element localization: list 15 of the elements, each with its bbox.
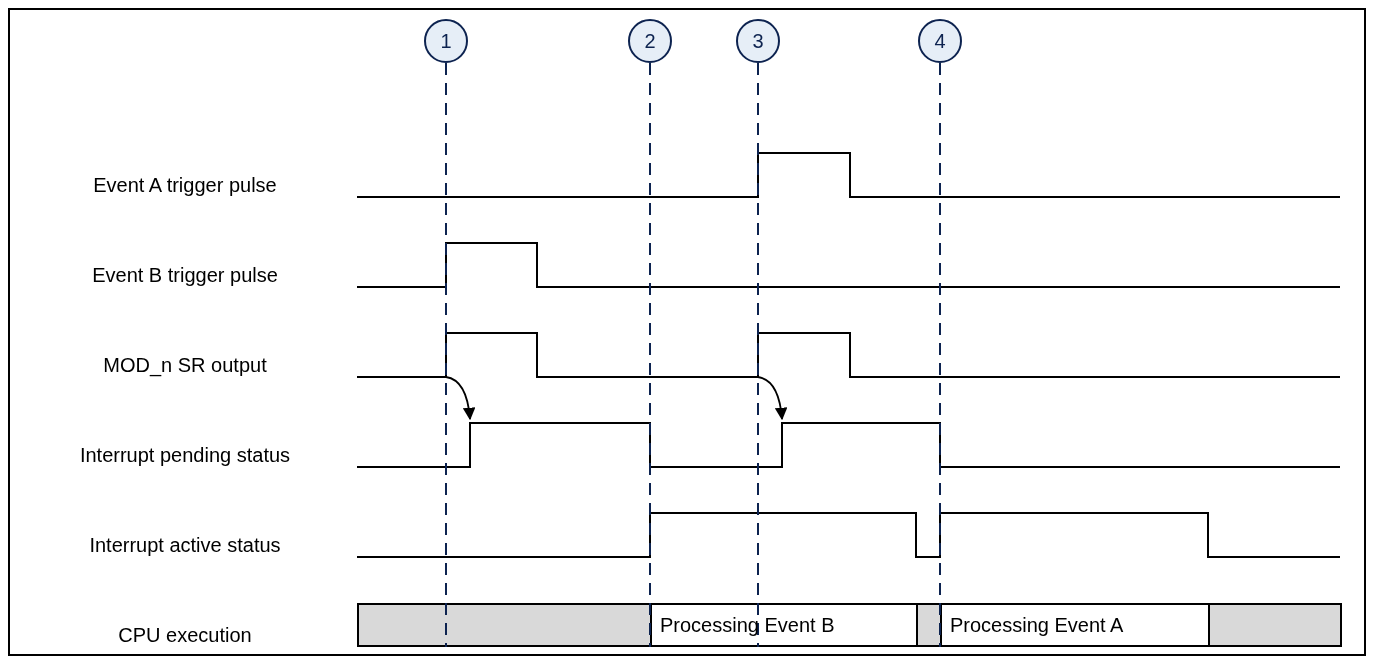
marker-line	[649, 62, 651, 648]
signal-name: Interrupt pending status	[78, 443, 292, 467]
signal-name: CPU execution	[117, 623, 253, 647]
marker-line	[939, 62, 941, 648]
idle-segment	[916, 603, 942, 647]
signal-name: Event B trigger pulse	[91, 263, 279, 287]
signal-name: Interrupt active status	[88, 533, 282, 557]
idle-segment	[1208, 603, 1342, 647]
marker-line	[445, 62, 447, 648]
execution-segment: Processing Event B	[650, 603, 918, 647]
marker-line	[757, 62, 759, 648]
signal-name: MOD_n SR output	[102, 353, 268, 377]
signal-name: Event A trigger pulse	[92, 173, 278, 197]
execution-segment: Processing Event A	[940, 603, 1210, 647]
idle-segment	[357, 603, 652, 647]
